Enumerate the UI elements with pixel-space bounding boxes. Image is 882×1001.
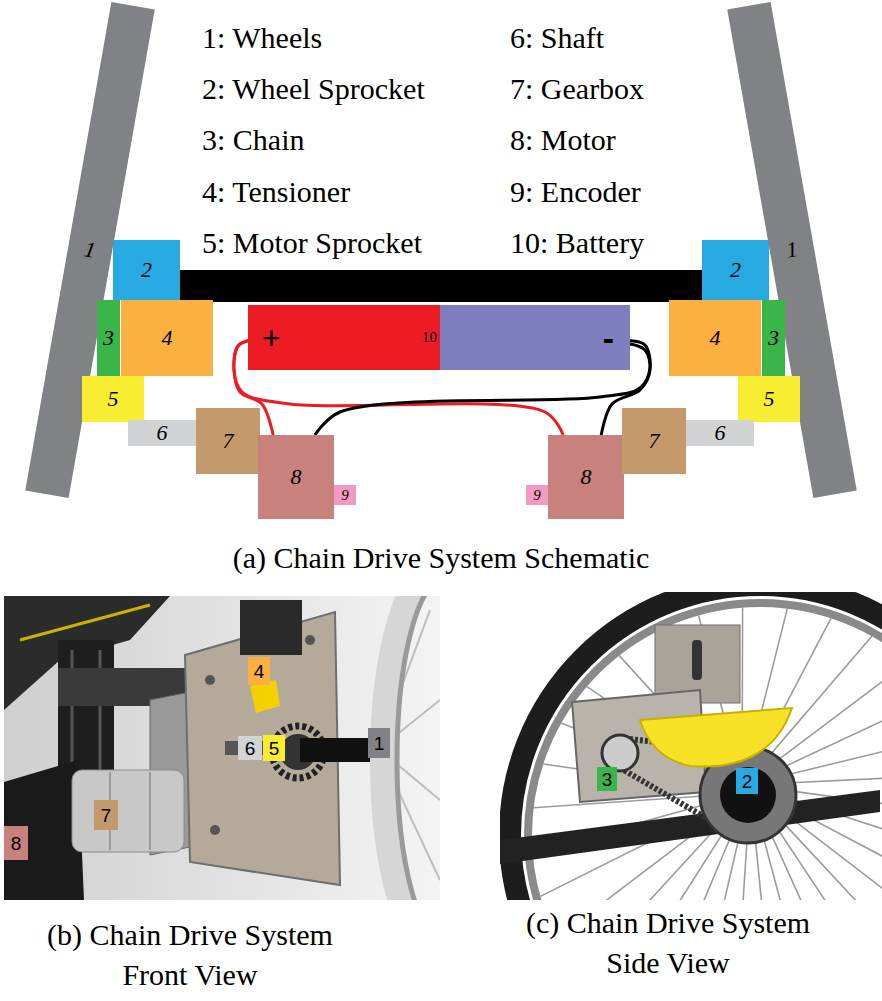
callout-number: 7 <box>94 800 118 830</box>
part-number: 3 <box>602 770 613 789</box>
part-number: 3 <box>103 327 114 349</box>
hub <box>720 767 776 823</box>
frame-tube <box>500 790 880 864</box>
tensioner-box: 4 <box>121 300 213 376</box>
encoder-box: 9 <box>334 485 356 505</box>
part-number: 9 <box>341 488 349 503</box>
part-number: + <box>262 322 281 354</box>
figure-caption: (a) Chain Drive System Schematic <box>141 538 741 578</box>
part-number: 4 <box>162 327 173 349</box>
wheel-sprocket-box: 2 <box>113 240 180 300</box>
part-number: 8 <box>11 834 22 853</box>
part-number: 1 <box>785 238 800 262</box>
part-number: 6 <box>157 422 168 444</box>
bolt <box>205 675 215 685</box>
part-number: 4 <box>710 327 721 349</box>
rim <box>397 596 440 900</box>
bolt <box>305 635 315 645</box>
tensioner-box: 4 <box>669 300 761 376</box>
legend-entry: 5: Motor Sprocket <box>202 226 422 260</box>
motor-sprocket-box: 5 <box>82 376 144 422</box>
part-number: 2 <box>742 772 753 791</box>
part-number: 4 <box>254 662 265 681</box>
spoke <box>769 816 882 900</box>
chain-box: 3 <box>762 300 785 376</box>
encoder-box: 9 <box>526 485 548 505</box>
part-number: - <box>603 321 614 355</box>
front-view-photo <box>4 596 440 900</box>
part-number: 5 <box>108 388 119 410</box>
photo-background <box>4 596 440 900</box>
legend-entry: 3: Chain <box>202 123 305 157</box>
legend-entry: 2: Wheel Sprocket <box>202 72 425 106</box>
part-number: 7 <box>223 430 234 452</box>
legend-entry: 6: Shaft <box>510 21 604 55</box>
gearbox-line <box>149 772 151 850</box>
part-number: 6 <box>245 739 256 758</box>
part-number: 5 <box>764 388 775 410</box>
part-number: 9 <box>533 488 541 503</box>
battery-negative: - <box>440 305 630 370</box>
shaft-box: 6 <box>686 420 754 446</box>
callout-number: 2 <box>736 768 758 794</box>
part-number: 2 <box>141 259 152 281</box>
callout-number: 1 <box>368 728 390 758</box>
bolt <box>210 825 220 835</box>
spoke <box>769 694 882 774</box>
tire <box>383 596 440 900</box>
frame-stripe <box>20 605 150 640</box>
motor-sprocket <box>602 735 638 771</box>
figure-caption: (c) Chain Drive System Side View <box>508 903 828 983</box>
shaft-box: 6 <box>128 420 196 446</box>
callout-number: 8 <box>4 826 28 860</box>
figure-caption: (b) Chain Drive System Front View <box>30 915 350 995</box>
legend-entry: 9: Encoder <box>510 175 641 209</box>
part-number: 6 <box>715 422 726 444</box>
callout-number: 4 <box>248 657 270 685</box>
legend-entry: 7: Gearbox <box>510 72 644 106</box>
part-number: 3 <box>768 327 779 349</box>
legend-entry: 4: Tensioner <box>202 175 350 209</box>
motor-box: 8 <box>258 435 334 519</box>
tensioner-motor <box>240 600 302 655</box>
legend-entry: 8: Motor <box>510 123 616 157</box>
gearbox-box: 7 <box>196 408 260 474</box>
part-number: 2 <box>730 259 741 281</box>
hub <box>300 738 375 762</box>
legend-entry: 10: Battery <box>510 226 644 260</box>
chain-box: 3 <box>97 300 120 376</box>
part-number: 1 <box>374 734 385 753</box>
callout-number: 6 <box>238 736 262 760</box>
part-number: 7 <box>101 806 112 825</box>
gearbox-body <box>72 770 184 852</box>
part-number: 1 <box>83 238 98 262</box>
gearbox-box: 7 <box>622 408 686 474</box>
chain-guard <box>640 708 792 767</box>
motor-box: 8 <box>548 435 624 519</box>
part-number: 8 <box>581 466 592 488</box>
rim <box>528 603 882 900</box>
part-number: 7 <box>649 430 660 452</box>
photo-background <box>500 592 882 900</box>
part-number: 10 <box>422 330 437 345</box>
part-number: 8 <box>291 466 302 488</box>
spoke <box>773 812 882 900</box>
callout-number: 5 <box>263 735 285 761</box>
part-number: 5 <box>269 739 280 758</box>
wheel-sprocket-box: 2 <box>702 240 769 300</box>
bracket-slot <box>692 640 702 680</box>
battery-positive: +10 <box>248 305 440 370</box>
axle-bar <box>170 270 714 302</box>
side-view-photo <box>500 592 882 900</box>
callout-number: 3 <box>597 767 617 791</box>
motor-sprocket-box: 5 <box>738 376 800 422</box>
legend-entry: 1: Wheels <box>202 21 322 55</box>
